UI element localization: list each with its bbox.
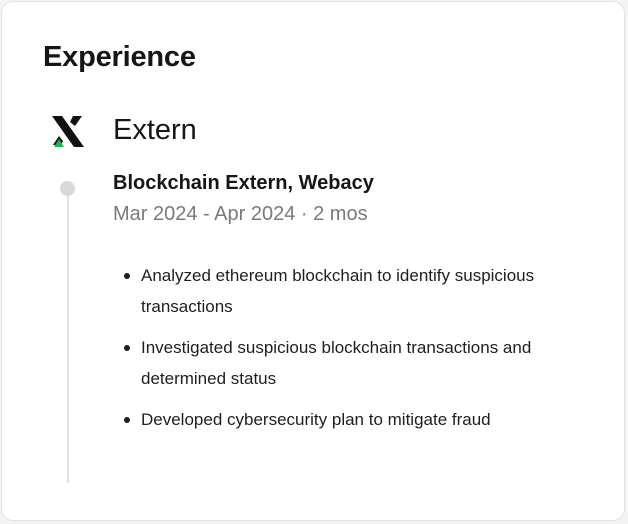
list-item: Analyzed ethereum blockchain to identify… — [124, 260, 581, 322]
logo-stroke-main — [52, 116, 84, 147]
role-title: Blockchain Extern, Webacy — [113, 172, 374, 194]
company-logo-svg — [52, 116, 84, 147]
extern-x-logo-icon — [51, 114, 85, 148]
section-title: Experience — [43, 41, 196, 73]
company-name: Extern — [113, 114, 197, 146]
list-item: Investigated suspicious blockchain trans… — [124, 332, 581, 394]
logo-stroke-upper — [70, 116, 82, 126]
timeline-line — [67, 195, 69, 483]
role-dates: Mar 2024 - Apr 2024 · 2 mos — [113, 203, 368, 225]
list-item: Developed cybersecurity plan to mitigate… — [124, 404, 581, 435]
logo-accent-triangle — [54, 139, 64, 147]
timeline-dot — [60, 181, 75, 196]
role-description-list: Analyzed ethereum blockchain to identify… — [113, 260, 581, 445]
